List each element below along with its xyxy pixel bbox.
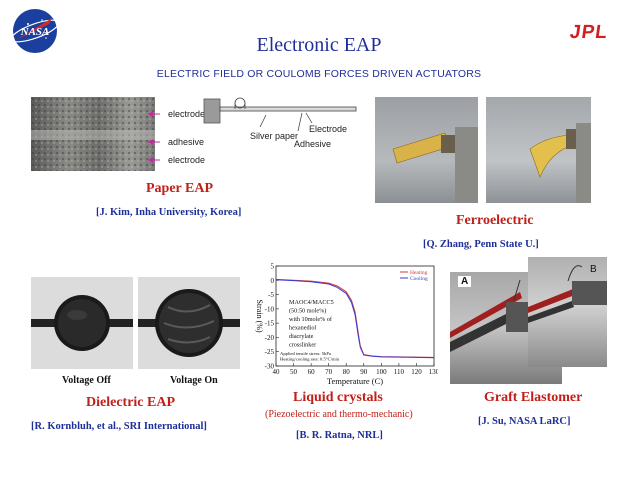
x-tick-label: 50 — [290, 368, 298, 376]
ferroelectric-photo-right — [486, 97, 591, 203]
liquid-crystals-note: (Piezoelectric and thermo-mechanic) — [265, 409, 413, 420]
chart-annotation-line: hexanediol — [289, 325, 316, 332]
series-line-cooling — [275, 279, 435, 359]
chart-annotation-line: diacrylate — [289, 333, 314, 340]
dielectric-photo-on — [138, 277, 240, 369]
x-tick-label: 60 — [308, 368, 316, 376]
y-tick-label: 5 — [271, 263, 275, 271]
y-tick-label: 0 — [271, 277, 275, 285]
chart-annotation-line: crosslinker — [289, 342, 316, 349]
nasa-logo-text: NASA — [20, 26, 50, 38]
x-tick-label: 70 — [325, 368, 333, 376]
chart-annotation-line: with 10mole% of — [289, 316, 333, 323]
y-tick-label: -15 — [265, 320, 275, 328]
chart-xlabel: Temperature (C) — [327, 376, 383, 386]
legend-label: Cooling — [410, 276, 428, 282]
chart-annotation-line: (50:50 mole%) — [289, 308, 326, 315]
liquid-crystals-title: Liquid crystals — [293, 390, 383, 405]
graft-citation: [J. Su, NASA LaRC] — [478, 416, 571, 427]
graft-label-a: A — [458, 276, 472, 287]
paper-eap-label-adhesive: adhesive — [168, 137, 205, 147]
chart-annotation-line: MAOC4/MACC5 — [289, 299, 334, 306]
page-subtitle: ELECTRIC FIELD OR COULOMB FORCES DRIVEN … — [156, 68, 482, 80]
ferroelectric-photo-left — [375, 97, 478, 203]
x-tick-label: 40 — [273, 368, 281, 376]
ferroelectric-citation: [Q. Zhang, Penn State U.] — [423, 239, 539, 250]
x-tick-label: 100 — [376, 368, 387, 376]
paper-eap-diagram — [200, 95, 360, 155]
y-tick-label: -5 — [268, 291, 274, 299]
dielectric-title: Dielectric EAP — [86, 395, 176, 410]
ferroelectric-title: Ferroelectric — [456, 213, 534, 228]
paper-eap-diagram-label-electrode: Electrode — [309, 124, 348, 134]
dielectric-photo-off — [31, 277, 133, 369]
x-tick-label: 80 — [343, 368, 351, 376]
dielectric-citation: [R. Kornbluh, et al., SRI International] — [31, 421, 207, 432]
paper-eap-label-electrode-bottom: electrode — [168, 155, 206, 165]
y-tick-label: -30 — [265, 363, 275, 371]
y-tick-label: -10 — [265, 305, 275, 313]
chart-conditions-line: Applied tensile stress: 5kPa — [280, 351, 331, 356]
liquid-crystals-citation: [B. R. Ratna, NRL] — [296, 430, 383, 441]
graft-label-b: B — [590, 264, 597, 275]
paper-eap-layer-labels — [146, 104, 206, 168]
paper-eap-diagram-label-adhesive: Adhesive — [294, 139, 332, 149]
x-tick-label: 120 — [411, 368, 422, 376]
chart-conditions-line: Heating/cooling rate: 0.5°C/min — [280, 357, 340, 362]
nasa-logo: NASA — [6, 6, 64, 56]
page-title: Electronic EAP — [256, 34, 382, 56]
legend-label: Heating — [410, 270, 428, 276]
graft-title: Graft Elastomer — [484, 390, 583, 405]
paper-eap-label-electrode-top: electrode — [168, 109, 206, 119]
x-tick-label: 130 — [429, 368, 438, 376]
dielectric-caption-off: Voltage Off — [62, 375, 111, 386]
paper-eap-diagram-label-silver: Silver paper — [250, 131, 299, 141]
dielectric-caption-on: Voltage On — [170, 375, 218, 386]
paper-eap-title: Paper EAP — [146, 181, 214, 196]
x-tick-label: 110 — [394, 368, 405, 376]
y-tick-label: -20 — [265, 334, 275, 342]
paper-eap-photo — [31, 97, 155, 171]
paper-eap-citation: [J. Kim, Inha University, Korea] — [96, 207, 242, 218]
chart-ylabel: Strain (%) — [255, 299, 264, 332]
x-tick-label: 90 — [360, 368, 368, 376]
graft-photo-b — [528, 257, 607, 367]
y-tick-label: -25 — [265, 348, 275, 356]
